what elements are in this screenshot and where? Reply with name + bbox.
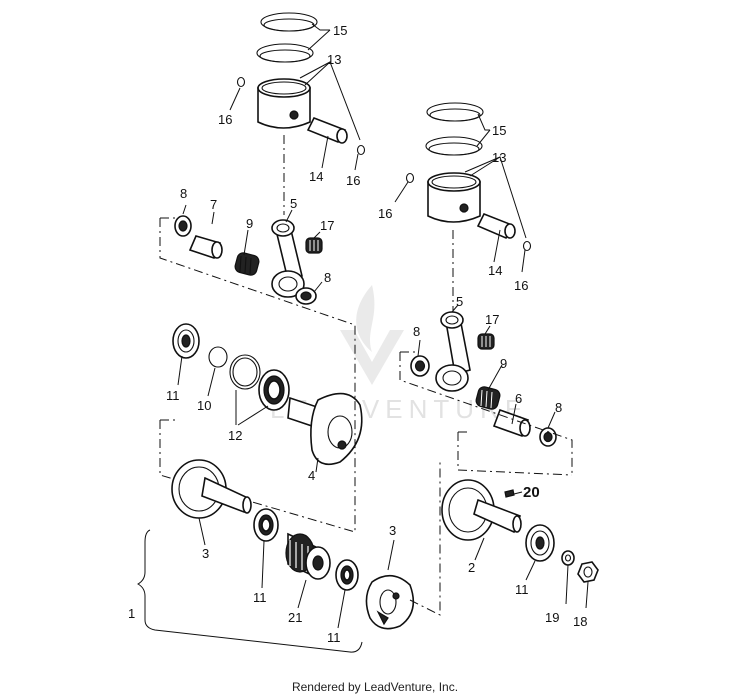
callout-21: 21 bbox=[288, 610, 302, 625]
crankshaft-half-3-lower bbox=[365, 574, 415, 630]
callout-16: 16 bbox=[378, 206, 392, 221]
lock-washer bbox=[561, 550, 575, 566]
piston-left bbox=[257, 78, 311, 129]
callout-13: 13 bbox=[492, 150, 506, 165]
crankshaft-half-2 bbox=[441, 479, 522, 541]
main-bearing-left-2 bbox=[253, 508, 279, 542]
seal-right-lower bbox=[539, 427, 557, 447]
callout-14: 14 bbox=[488, 263, 502, 278]
callout-3: 3 bbox=[202, 546, 209, 561]
callout-10: 10 bbox=[197, 398, 211, 413]
main-bearing-center bbox=[335, 559, 359, 591]
callout-14: 14 bbox=[309, 169, 323, 184]
callout-8: 8 bbox=[180, 186, 187, 201]
callout-16: 16 bbox=[514, 278, 528, 293]
callout-3: 3 bbox=[389, 523, 396, 538]
callout-17: 17 bbox=[485, 312, 499, 327]
piston-pin-left bbox=[306, 116, 348, 144]
callout-1: 1 bbox=[128, 606, 135, 621]
leader-lines bbox=[177, 23, 589, 629]
callout-12: 12 bbox=[228, 428, 242, 443]
callout-16: 16 bbox=[346, 173, 360, 188]
callout-6: 6 bbox=[515, 391, 522, 406]
callout-9: 9 bbox=[500, 356, 507, 371]
callout-11: 11 bbox=[327, 630, 341, 645]
crank-pin-left bbox=[188, 235, 223, 259]
crankshaft-half-4 bbox=[287, 392, 363, 466]
thrust-washer-left bbox=[295, 287, 317, 305]
callout-9: 9 bbox=[246, 216, 253, 231]
connecting-rod-left bbox=[271, 219, 305, 298]
circlip-left-2 bbox=[356, 144, 366, 156]
connecting-rod-right bbox=[435, 311, 471, 392]
callout-5: 5 bbox=[290, 196, 297, 211]
callout-18: 18 bbox=[573, 614, 587, 629]
callout-8: 8 bbox=[555, 400, 562, 415]
callout-16: 16 bbox=[218, 112, 232, 127]
needle-bearing-right bbox=[475, 386, 501, 410]
callout-numbers: 15 13 16 16 14 8 7 9 5 17 8 11 10 12 4 3… bbox=[128, 23, 587, 645]
crankshaft-half-3-upper bbox=[171, 459, 252, 519]
needle-bearing-left bbox=[234, 252, 260, 276]
small-end-bearing-left bbox=[305, 237, 323, 254]
oil-seal-left-1 bbox=[172, 323, 200, 359]
callout-17: 17 bbox=[320, 218, 334, 233]
oil-seal-right bbox=[525, 524, 555, 562]
circlip-left-1 bbox=[236, 76, 246, 88]
seal-left-top bbox=[174, 215, 192, 237]
circlip-right-2 bbox=[522, 240, 532, 252]
callout-11: 11 bbox=[166, 388, 180, 403]
callout-2: 2 bbox=[468, 560, 475, 575]
snap-ring-left bbox=[208, 346, 228, 368]
piston-ring-left bbox=[256, 12, 318, 63]
callout-15: 15 bbox=[492, 123, 506, 138]
circlip-right-1 bbox=[405, 172, 415, 184]
piston-right bbox=[427, 172, 481, 223]
callout-8: 8 bbox=[413, 324, 420, 339]
callout-13: 13 bbox=[327, 52, 341, 67]
main-bearing-left bbox=[258, 369, 290, 411]
retaining-ring-left bbox=[229, 354, 261, 390]
callout-5: 5 bbox=[456, 294, 463, 309]
footer-credit: Rendered by LeadVenture, Inc. bbox=[291, 680, 459, 694]
woodruff-key bbox=[504, 489, 515, 498]
callout-8: 8 bbox=[324, 270, 331, 285]
callout-20: 20 bbox=[523, 484, 540, 501]
callout-11: 11 bbox=[515, 582, 529, 597]
small-end-bearing-right bbox=[477, 333, 495, 350]
callout-4: 4 bbox=[308, 468, 315, 483]
callout-19: 19 bbox=[545, 610, 559, 625]
piston-ring-right bbox=[425, 102, 484, 156]
callout-15: 15 bbox=[333, 23, 347, 38]
callout-7: 7 bbox=[210, 197, 217, 212]
crankshaft-nut bbox=[577, 561, 599, 583]
thrust-washer-right bbox=[410, 355, 430, 377]
crank-pin-right bbox=[492, 408, 531, 438]
piston-pin-right bbox=[476, 212, 516, 240]
labyrinth-seal bbox=[285, 532, 331, 580]
callout-11: 11 bbox=[253, 590, 267, 605]
